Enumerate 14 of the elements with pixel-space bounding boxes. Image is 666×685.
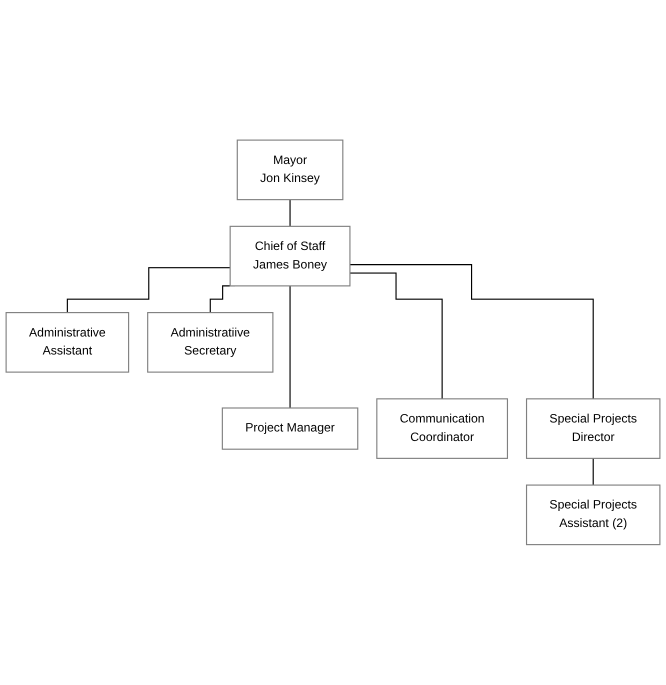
connector: [289, 199, 291, 228]
node-box: Administratiive Secretary: [147, 312, 274, 373]
node-box: Communication Coordinator: [376, 398, 508, 460]
connector: [592, 458, 594, 486]
node-box: Special Projects Assistant (2): [526, 484, 660, 546]
node-box: Project Manager: [222, 408, 358, 450]
node-box: Mayor Jon Kinsey: [236, 140, 344, 200]
connector: [66, 267, 230, 314]
node-box: Special Projects Director: [526, 398, 660, 460]
node-box: Chief of Staff James Boney: [230, 226, 350, 287]
node-box: Administrative Assistant: [6, 312, 130, 373]
connector: [289, 285, 291, 409]
connector: [350, 272, 443, 400]
connector: [350, 264, 594, 400]
